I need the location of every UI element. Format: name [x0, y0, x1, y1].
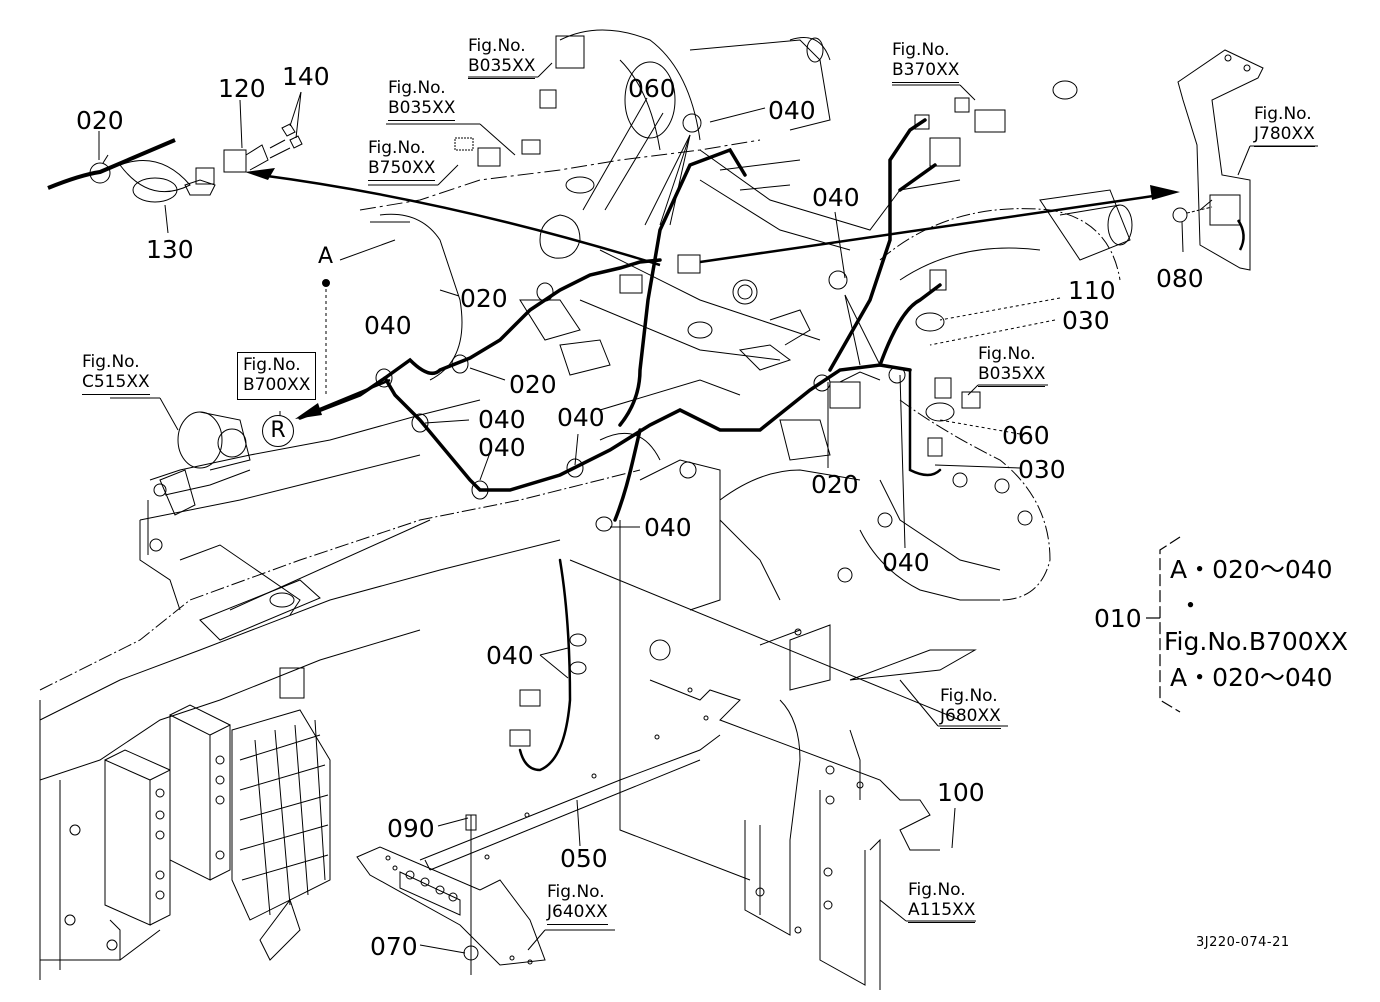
valve-body	[360, 30, 960, 660]
part-callout-050[interactable]: 050	[560, 844, 608, 873]
assembly-arrows	[245, 168, 1180, 419]
leader-lines	[99, 63, 1318, 953]
part-callout-120[interactable]: 120	[218, 74, 266, 103]
figure-ref-j780xx[interactable]: Fig.No. J780XX	[1254, 104, 1315, 147]
part-callout-040[interactable]: 040	[486, 641, 534, 670]
part-callout-040[interactable]: 040	[478, 433, 526, 462]
lift-cylinder	[150, 412, 250, 551]
support-frame	[420, 520, 975, 990]
part-callout-080[interactable]: 080	[1156, 264, 1204, 293]
figure-ref-prefix: Fig.No.	[978, 344, 1036, 364]
figure-ref-code: J680XX	[940, 706, 1001, 729]
figure-ref-prefix: Fig.No.	[908, 880, 966, 900]
figure-ref-code: B035XX	[978, 364, 1046, 387]
figure-ref-code: B370XX	[892, 60, 960, 83]
figure-ref-prefix: Fig.No.	[243, 355, 301, 375]
figure-ref-code: B035XX	[388, 98, 456, 121]
figure-ref-b750xx[interactable]: Fig.No. B750XX	[368, 138, 436, 181]
view-marker-a[interactable]: A	[318, 244, 334, 269]
assembly-bracket-010	[1146, 537, 1180, 712]
figure-ref-prefix: Fig.No.	[388, 78, 446, 98]
part-callout-040[interactable]: 040	[768, 96, 816, 125]
part-callout-030[interactable]: 030	[1018, 455, 1066, 484]
figure-ref-prefix: Fig.No.	[940, 686, 998, 706]
assembly-note: A・020～040 ・ Fig.No.B700XX A・020～040	[1164, 552, 1348, 696]
document-code: 3J220-074-21	[1196, 935, 1290, 950]
figure-ref-b700xx[interactable]: Fig.No. B700XX	[237, 352, 317, 400]
reference-marker-r[interactable]: R	[262, 415, 294, 447]
figure-ref-j640xx[interactable]: Fig.No. J640XX	[547, 882, 608, 925]
part-callout-020[interactable]: 020	[76, 106, 124, 135]
part-callout-040[interactable]: 040	[557, 403, 605, 432]
figure-ref-code: C515XX	[82, 372, 150, 395]
wiring-harness	[300, 120, 940, 770]
assembly-note-line: Fig.No.B700XX	[1164, 627, 1348, 656]
clips	[376, 36, 1077, 746]
assembly-note-line: ・	[1178, 591, 1204, 620]
figure-ref-prefix: Fig.No.	[368, 138, 426, 158]
figure-ref-b035xx[interactable]: Fig.No. B035XX	[468, 36, 536, 79]
figure-ref-code: B700XX	[243, 375, 311, 395]
part-callout-040[interactable]: 040	[882, 548, 930, 577]
figure-ref-code: B750XX	[368, 158, 436, 181]
part-callout-030[interactable]: 030	[1062, 306, 1110, 335]
part-callout-100[interactable]: 100	[937, 778, 985, 807]
part-callout-070[interactable]: 070	[370, 932, 418, 961]
part-callout-040[interactable]: 040	[478, 405, 526, 434]
figure-ref-code: B035XX	[468, 56, 536, 79]
figure-ref-prefix: Fig.No.	[547, 882, 605, 902]
part-callout-060[interactable]: 060	[1002, 421, 1050, 450]
assembly-note-line: A・020～040	[1170, 663, 1333, 692]
part-callout-130[interactable]: 130	[146, 235, 194, 264]
transmission-housing	[40, 400, 640, 980]
figure-ref-prefix: Fig.No.	[1254, 104, 1312, 124]
part-callout-090[interactable]: 090	[387, 814, 435, 843]
gear-housing-right	[720, 190, 1132, 600]
figure-ref-a115xx[interactable]: Fig.No. A115XX	[908, 880, 976, 923]
figure-ref-code: A115XX	[908, 900, 976, 923]
part-callout-110[interactable]: 110	[1068, 276, 1116, 305]
figure-ref-prefix: Fig.No.	[892, 40, 950, 60]
assembly-note-line: A・020～040	[1170, 555, 1333, 584]
part-callout-140[interactable]: 140	[282, 62, 330, 91]
part-callout-020[interactable]: 020	[509, 370, 557, 399]
figure-ref-j680xx[interactable]: Fig.No. J680XX	[940, 686, 1001, 729]
part-callout-060[interactable]: 060	[628, 74, 676, 103]
bracket-j780	[1173, 50, 1263, 270]
figure-ref-prefix: Fig.No.	[82, 352, 140, 372]
figure-ref-prefix: Fig.No.	[468, 36, 526, 56]
figure-ref-code: J780XX	[1254, 124, 1315, 147]
view-a-dot	[323, 280, 330, 287]
part-callout-040[interactable]: 040	[364, 311, 412, 340]
figure-ref-b370xx[interactable]: Fig.No. B370XX	[892, 40, 960, 83]
bracket-j640	[357, 815, 545, 975]
part-callout-020[interactable]: 020	[460, 284, 508, 313]
part-callout-020[interactable]: 020	[811, 470, 859, 499]
figure-ref-code: J640XX	[547, 902, 608, 925]
figure-ref-b035xx[interactable]: Fig.No. B035XX	[978, 344, 1046, 387]
figure-ref-b035xx[interactable]: Fig.No. B035XX	[388, 78, 456, 121]
part-callout-040[interactable]: 040	[644, 513, 692, 542]
part-callout-040[interactable]: 040	[812, 183, 860, 212]
exploded-connector-group	[48, 124, 302, 202]
figure-ref-c515xx[interactable]: Fig.No. C515XX	[82, 352, 150, 395]
part-callout-010[interactable]: 010	[1094, 604, 1142, 633]
